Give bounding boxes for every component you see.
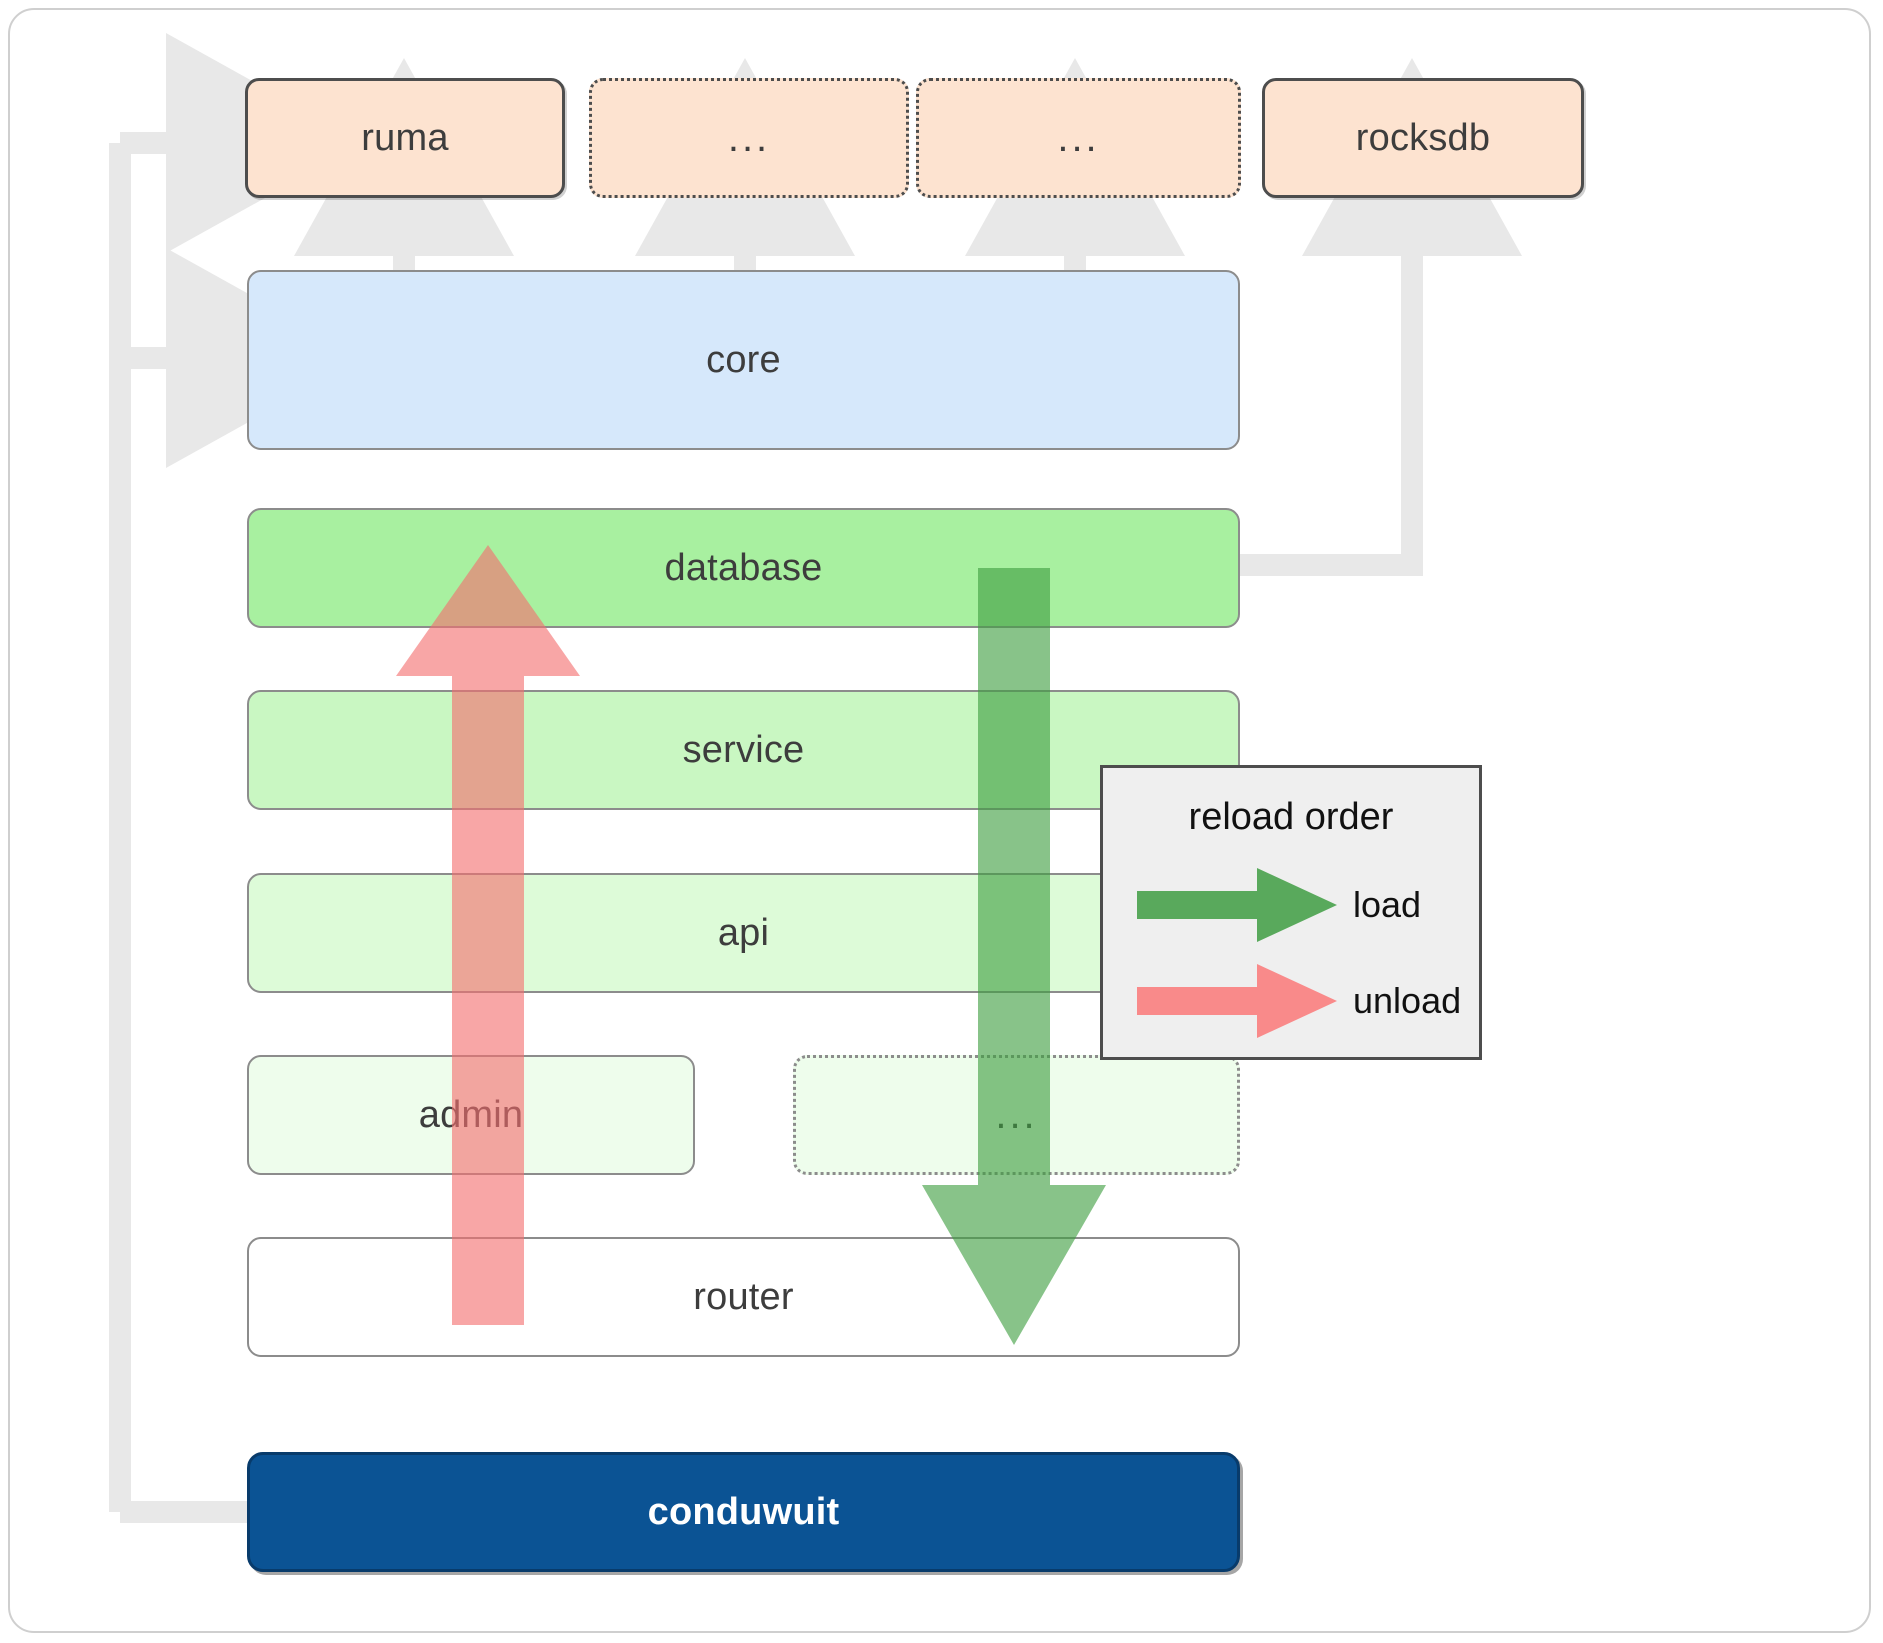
- node-router[interactable]: router: [247, 1237, 1240, 1357]
- unload-arrow-icon: [1137, 964, 1337, 1038]
- node-core-label: core: [706, 338, 781, 381]
- node-database[interactable]: database: [247, 508, 1240, 628]
- node-core[interactable]: core: [247, 270, 1240, 450]
- node-rocksdb-label: rocksdb: [1355, 116, 1491, 159]
- node-ruma[interactable]: ruma: [245, 78, 565, 198]
- node-conduwuit[interactable]: conduwuit: [247, 1452, 1240, 1572]
- node-ext-ellipsis-2[interactable]: ...: [916, 78, 1241, 198]
- legend-title: reload order: [1188, 796, 1394, 838]
- node-service[interactable]: service: [247, 690, 1240, 810]
- node-ext-ellipsis-2-label: ...: [1057, 116, 1100, 160]
- node-service-label: service: [682, 728, 805, 771]
- diagram-frame: [8, 8, 1871, 1633]
- node-rocksdb[interactable]: rocksdb: [1262, 78, 1584, 198]
- load-arrow-icon: [1137, 868, 1337, 942]
- node-layer-ellipsis-label: ...: [995, 1093, 1038, 1137]
- node-router-label: router: [693, 1275, 794, 1318]
- legend-item-unload: unload: [1103, 964, 1479, 1038]
- node-conduwuit-label: conduwuit: [647, 1490, 840, 1533]
- legend-label-load: load: [1353, 884, 1422, 925]
- node-ruma-label: ruma: [361, 116, 449, 159]
- node-api-label: api: [717, 911, 770, 954]
- node-ext-ellipsis-1[interactable]: ...: [589, 78, 909, 198]
- legend-panel: reload order load unload: [1100, 765, 1482, 1060]
- node-layer-ellipsis[interactable]: ...: [793, 1055, 1240, 1175]
- node-database-label: database: [664, 546, 823, 589]
- legend-item-load: load: [1103, 868, 1479, 942]
- node-admin-label: admin: [418, 1093, 524, 1136]
- node-api[interactable]: api: [247, 873, 1240, 993]
- node-admin[interactable]: admin: [247, 1055, 695, 1175]
- legend-label-unload: unload: [1353, 980, 1462, 1021]
- node-ext-ellipsis-1-label: ...: [727, 116, 771, 160]
